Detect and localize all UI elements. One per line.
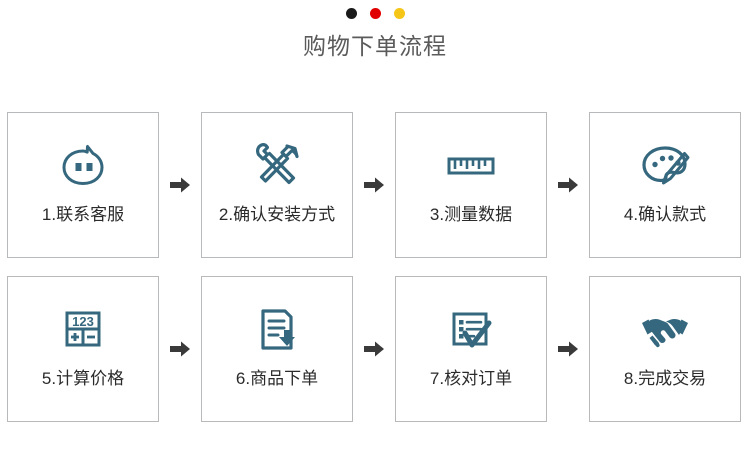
flow-step-card-1[interactable]: 1.联系客服 xyxy=(7,112,159,258)
flow-step-label: 1.联系客服 xyxy=(41,205,125,224)
flow-step-card-6[interactable]: 6.商品下单 xyxy=(201,276,353,422)
dot-red xyxy=(369,8,381,19)
dot-yellow xyxy=(393,8,405,19)
flow-step-card-4[interactable]: 4.确认款式 xyxy=(589,112,741,258)
flow-step-card-5[interactable]: 123 5.计算价格 xyxy=(7,276,159,422)
arrow-right-icon-6 xyxy=(547,276,589,422)
flow-step-card-8[interactable]: 8.完成交易 xyxy=(589,276,741,422)
arrow-right-icon-2 xyxy=(353,112,395,258)
flow-step-label: 5.计算价格 xyxy=(41,369,125,388)
flow-diagram: 1.联系客服 2.确认安装方式 xyxy=(7,112,743,422)
flow-step-card-2[interactable]: 2.确认安装方式 xyxy=(201,112,353,258)
flow-step-label: 3.测量数据 xyxy=(429,205,513,224)
chat-bubble-face-icon xyxy=(57,135,109,197)
flow-row-2: 123 5.计算价格 xyxy=(7,276,743,422)
page-title: 购物下单流程 xyxy=(303,33,447,59)
document-download-icon xyxy=(251,299,303,361)
dot-black xyxy=(345,8,357,19)
flow-row-1: 1.联系客服 2.确认安装方式 xyxy=(7,112,743,258)
arrow-right-icon-3 xyxy=(547,112,589,258)
flow-step-card-3[interactable]: 3.测量数据 xyxy=(395,112,547,258)
flow-step-label: 7.核对订单 xyxy=(429,369,513,388)
window-dots xyxy=(0,8,750,19)
arrow-right-icon-1 xyxy=(159,112,201,258)
calculator-icon: 123 xyxy=(57,299,109,361)
flow-step-label: 2.确认安装方式 xyxy=(218,205,336,224)
handshake-icon xyxy=(639,299,691,361)
flow-step-card-7[interactable]: 7.核对订单 xyxy=(395,276,547,422)
flow-step-label: 4.确认款式 xyxy=(623,205,707,224)
checklist-check-icon xyxy=(445,299,497,361)
flow-step-label: 6.商品下单 xyxy=(235,369,319,388)
paint-palette-icon xyxy=(639,135,691,197)
arrow-right-icon-5 xyxy=(353,276,395,422)
arrow-right-icon-4 xyxy=(159,276,201,422)
wrench-hammer-icon xyxy=(251,135,303,197)
svg-text:123: 123 xyxy=(72,314,94,329)
ruler-icon xyxy=(445,135,497,197)
flow-step-label: 8.完成交易 xyxy=(623,369,707,388)
